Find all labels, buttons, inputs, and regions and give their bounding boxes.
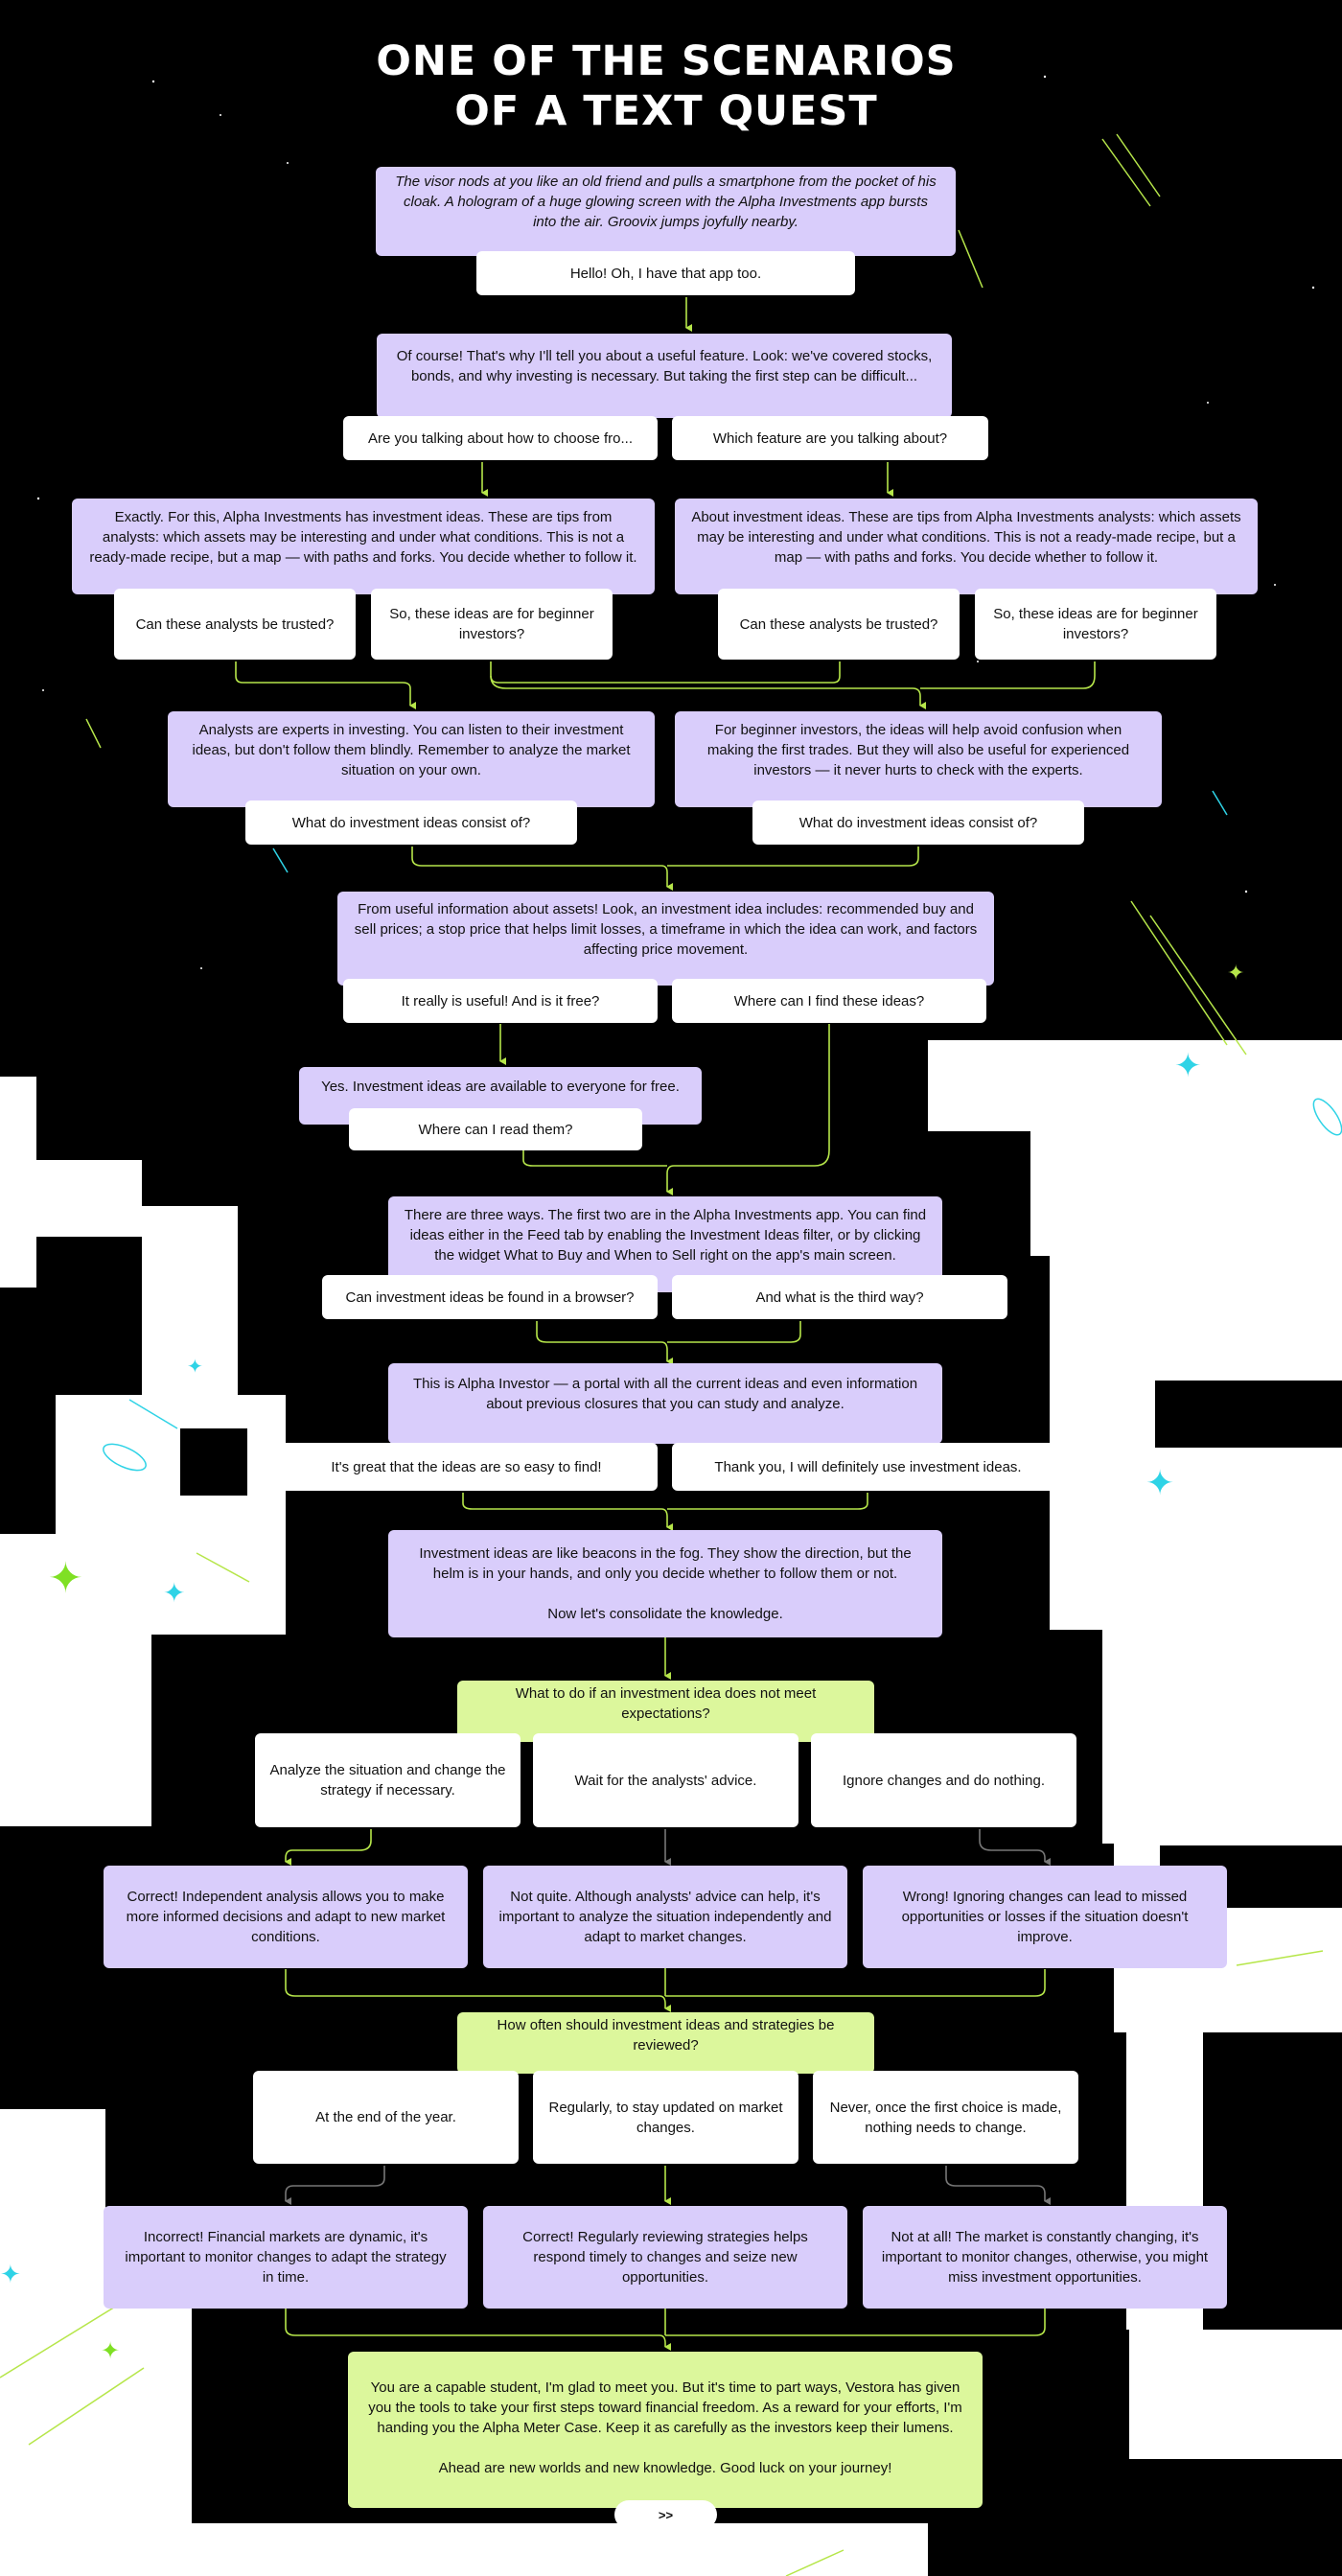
background-panel [0,2109,105,2282]
quiz-answer-option[interactable]: Never, once the first choice is made, no… [813,2071,1078,2164]
background-square [180,1428,247,1496]
answer-option[interactable]: Can these analysts be trusted? [718,589,960,660]
quiz-answer-option[interactable]: Ignore changes and do nothing. [811,1733,1076,1827]
quiz-result: Incorrect! Financial markets are dynamic… [104,2206,468,2309]
answer-option[interactable]: It really is useful! And is it free? [343,979,658,1023]
arrow-connector [285,1829,372,1866]
answer-option[interactable]: So, these ideas are for beginner investo… [371,589,613,660]
dialogue-node: Analysts are experts in investing. You c… [168,711,655,807]
background-panel [142,1206,238,1398]
answer-option[interactable]: Are you talking about how to choose fro.… [343,416,658,460]
sparkle-icon: ✦ [1174,1047,1202,1085]
background-panel [0,2282,192,2576]
background-panel [1102,1628,1342,1844]
answer-option[interactable]: What do investment ideas consist of? [245,801,577,845]
arrow-connector [666,1024,830,1195]
quiz-question: What to do if an investment idea does no… [457,1681,874,1742]
sparkle-icon: ✦ [163,1577,186,1609]
arrow-connector [667,1493,868,1510]
sparkle-icon: ✦ [1227,962,1245,986]
sparkle-icon: ✦ [1145,1464,1175,1503]
quiz-result: Not quite. Although analysts' advice can… [483,1866,847,1968]
page-title: ONE OF THE SCENARIOS OF A TEXT QUEST [376,37,957,135]
answer-option[interactable]: Hello! Oh, I have that app too. [476,251,855,295]
arrow-connector-gray [979,1829,1051,1866]
quiz-answer-option[interactable]: Regularly, to stay updated on market cha… [533,2071,798,2164]
quiz-answer-option[interactable]: At the end of the year. [253,2071,519,2164]
arrow-connector [920,661,1096,689]
answer-option[interactable]: So, these ideas are for beginner investo… [975,589,1216,660]
dialogue-node: Of course! That's why I'll tell you abou… [377,334,952,418]
arrow-connector [285,1969,671,2012]
sparkle-icon: ✦ [48,1554,83,1603]
dialogue-node: This is Alpha Investor — a portal with a… [388,1363,942,1444]
dialogue-node: Investment ideas are like beacons in the… [388,1530,942,1637]
background-square [928,2459,1342,2576]
arrow-connector [235,661,416,709]
ending-node: You are a capable student, I'm glad to m… [348,2352,983,2508]
arrow-connector [411,847,673,891]
arrow-connector [490,661,841,684]
quiz-result: Not at all! The market is constantly cha… [863,2206,1227,2309]
sparkle-icon: ✦ [187,1355,203,1378]
arrow-connector [536,1321,673,1365]
arrow-connector [667,847,919,867]
answer-option[interactable]: Which feature are you talking about? [672,416,988,460]
dialogue-node: About investment ideas. These are tips f… [675,499,1258,594]
arrow-connector [490,675,926,709]
dialogue-node: For beginner investors, the ideas will h… [675,711,1162,807]
background-panel [151,1534,257,1635]
next-button[interactable]: >> [614,2500,717,2529]
answer-option[interactable]: It's great that the ideas are so easy to… [275,1443,658,1491]
quiz-answer-option[interactable]: Wait for the analysts' advice. [533,1733,798,1827]
answer-option[interactable]: Thank you, I will definitely use investm… [672,1443,1064,1491]
arrow-connector [285,2309,671,2351]
sparkle-icon: ✦ [0,2261,21,2289]
quiz-result-correct: Correct! Regularly reviewing strategies … [483,2206,847,2309]
arrow-connector [462,1493,673,1531]
background-panel [0,1160,142,1237]
quiz-answer-option[interactable]: Analyze the situation and change the str… [255,1733,521,1827]
background-panel [928,1040,1342,1131]
dialogue-node: Exactly. For this, Alpha Investments has… [72,499,655,594]
quiz-result-correct: Correct! Independent analysis allows you… [104,1866,468,1968]
arrow-connector [665,2309,1046,2336]
answer-option[interactable]: Where can I read them? [349,1108,642,1150]
background-panel [1030,1131,1342,1256]
quiz-question: How often should investment ideas and st… [457,2012,874,2074]
answer-option[interactable]: Can investment ideas be found in a brows… [322,1275,658,1319]
background-panel [1050,1256,1342,1381]
quiz-result: Wrong! Ignoring changes can lead to miss… [863,1866,1227,1968]
arrow-connector [667,1321,801,1343]
arrow-connector-gray [285,2166,385,2205]
answer-option[interactable]: Can these analysts be trusted? [114,589,356,660]
answer-option[interactable]: What do investment ideas consist of? [752,801,1084,845]
arrow-connector [665,1969,1046,1997]
background-panel [36,1635,151,1826]
arrow-connector [522,1149,667,1167]
dialogue-node: From useful information about assets! Lo… [337,892,994,986]
arrow-connector-gray [945,2166,1051,2205]
sparkle-icon: ✦ [101,2337,121,2364]
background-panel [1129,2330,1342,2464]
answer-option[interactable]: And what is the third way? [672,1275,1007,1319]
answer-option[interactable]: Where can I find these ideas? [672,979,986,1023]
dialogue-node-intro: The visor nods at you like an old friend… [376,167,956,256]
